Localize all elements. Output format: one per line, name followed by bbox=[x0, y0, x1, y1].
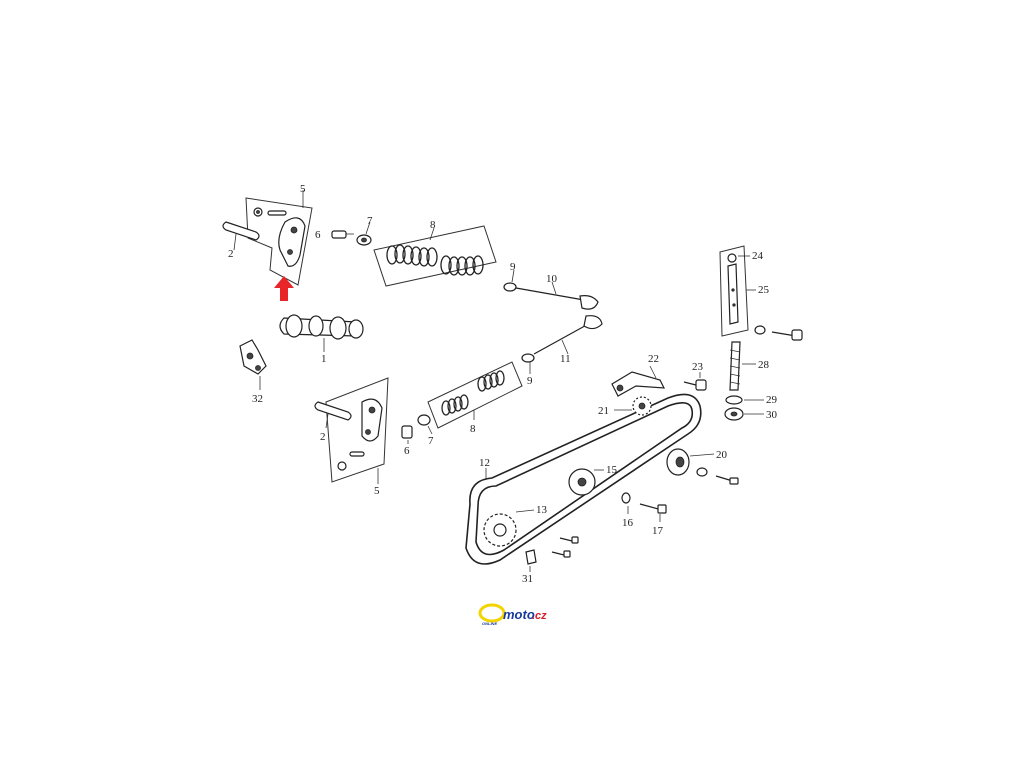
valve-cotter-upper: 9 bbox=[503, 261, 517, 292]
label-9-lower: 9 bbox=[527, 375, 533, 387]
rocker-arm-assembly-lower: 5 bbox=[325, 377, 389, 497]
valve-spring-set-lower: 8 bbox=[427, 361, 523, 435]
label-22: 22 bbox=[648, 353, 659, 365]
label-32: 32 bbox=[252, 393, 263, 405]
rocker-shaft-lower: 2 bbox=[314, 401, 352, 443]
small-bolts bbox=[551, 536, 579, 558]
label-6-lower: 6 bbox=[404, 445, 410, 457]
logo-sub: ONLINE bbox=[482, 621, 497, 626]
tensioner-arm: 22 bbox=[611, 353, 666, 397]
motoonline-logo: moto .cz ONLINE bbox=[478, 603, 547, 626]
label-21: 21 bbox=[598, 405, 609, 417]
camshaft: 1 bbox=[279, 314, 364, 365]
intake-valve: 11 bbox=[533, 315, 603, 365]
tensioner-spring-28: 28 bbox=[729, 341, 770, 391]
exhaust-valve: 10 bbox=[515, 273, 599, 310]
label-2-lower: 2 bbox=[320, 431, 326, 443]
adjuster-screw-lower: 6 bbox=[401, 425, 413, 457]
label-10: 10 bbox=[546, 273, 558, 285]
label-5-upper: 5 bbox=[300, 183, 306, 195]
valve-spring-set-upper: 8 bbox=[373, 219, 497, 287]
label-15: 15 bbox=[606, 464, 618, 476]
label-7-upper: 7 bbox=[367, 215, 373, 227]
label-23: 23 bbox=[692, 361, 704, 373]
label-1: 1 bbox=[321, 353, 327, 365]
cap-bolt-23: 23 bbox=[683, 361, 707, 391]
rocker-arm-assembly-upper: 5 bbox=[245, 183, 313, 286]
label-24: 24 bbox=[752, 250, 764, 262]
tensioner-spring-housing: 24 25 bbox=[719, 245, 770, 337]
label-28: 28 bbox=[758, 359, 770, 371]
small-sprocket-21: 21 bbox=[598, 396, 652, 417]
label-7-lower: 7 bbox=[428, 435, 434, 447]
cam-sprocket: 13 bbox=[483, 504, 548, 547]
logo-brand: moto bbox=[503, 607, 535, 622]
rocker-shaft-upper: 2 bbox=[222, 221, 260, 260]
washer-16: 16 bbox=[621, 492, 634, 529]
roller-bolt bbox=[696, 467, 739, 485]
label-9-upper: 9 bbox=[510, 261, 516, 273]
housing-bolt bbox=[754, 325, 803, 341]
label-30: 30 bbox=[766, 409, 778, 421]
label-11: 11 bbox=[560, 353, 571, 365]
label-6-upper: 6 bbox=[315, 229, 321, 241]
label-20: 20 bbox=[716, 449, 728, 461]
label-17: 17 bbox=[652, 525, 664, 537]
nut-30: 30 bbox=[724, 407, 778, 421]
washer-29: 29 bbox=[725, 394, 778, 406]
label-31: 31 bbox=[522, 573, 533, 585]
timing-chain: 12 bbox=[465, 393, 702, 565]
label-8-upper: 8 bbox=[430, 219, 436, 231]
red-arrow-icon bbox=[274, 276, 294, 301]
label-5-lower: 5 bbox=[374, 485, 380, 497]
tensioner-sprocket: 15 bbox=[568, 464, 618, 496]
label-8-lower: 8 bbox=[470, 423, 476, 435]
lock-nut-upper: 7 bbox=[356, 215, 373, 246]
chain-guide-roller: 20 bbox=[666, 448, 728, 476]
valve-cotter-lower: 9 bbox=[521, 353, 535, 387]
label-2-upper: 2 bbox=[228, 248, 234, 260]
label-29: 29 bbox=[766, 394, 778, 406]
label-16: 16 bbox=[622, 517, 634, 529]
label-25: 25 bbox=[758, 284, 770, 296]
lock-nut-lower: 7 bbox=[417, 414, 434, 447]
bracket-32: 32 bbox=[239, 339, 267, 405]
bolt-17: 17 bbox=[639, 503, 667, 537]
dowel-pin-31: 31 bbox=[522, 549, 537, 585]
adjuster-screw-upper: 6 bbox=[315, 229, 354, 241]
label-13: 13 bbox=[536, 504, 548, 516]
logo-tld: .cz bbox=[532, 610, 547, 622]
label-12: 12 bbox=[479, 457, 490, 469]
